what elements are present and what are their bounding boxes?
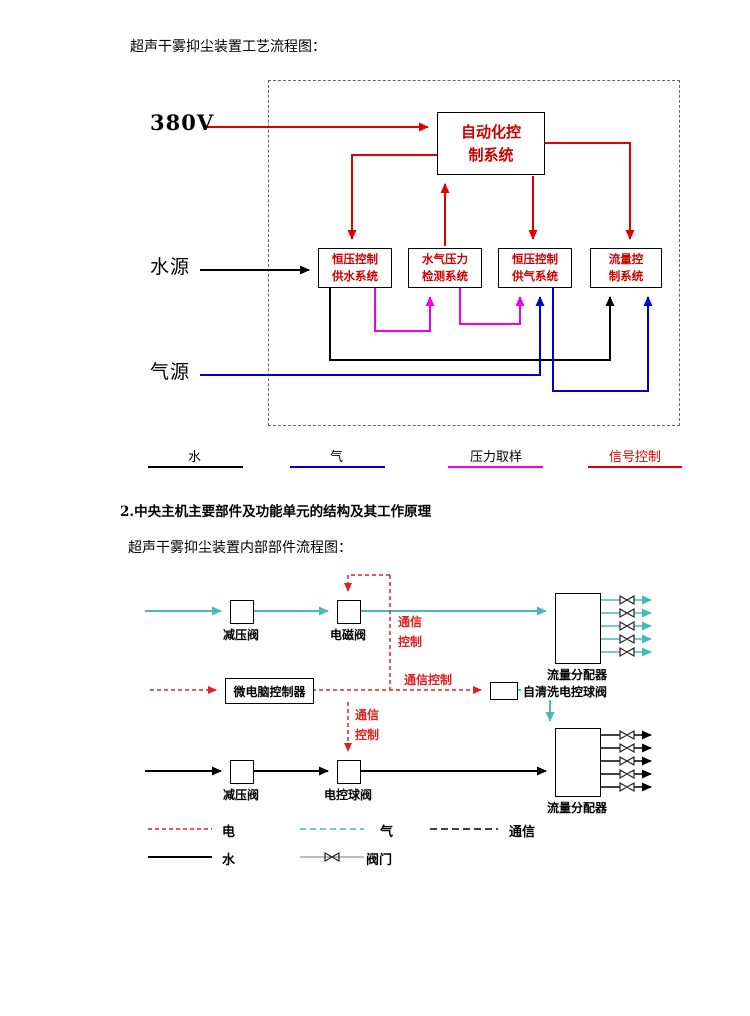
pressure-reducing-valve-gas-label: 减压阀 xyxy=(222,628,259,642)
communication-lines xyxy=(150,574,482,752)
legend-gas2-label: 气 xyxy=(380,825,394,840)
pressure-reducing-valve-gas-box xyxy=(230,600,254,624)
pressure-detection-system-box: 水气压力 检测系统 xyxy=(408,248,482,288)
legend-water-label: 水 xyxy=(188,450,202,465)
microcomputer-controller-label: 微电脑控制器 xyxy=(233,684,306,699)
pressure-reducing-valve-water-box xyxy=(230,760,254,784)
water-valve-symbols xyxy=(619,729,635,793)
self-clean-valve-label: 自清洗电控球阀 xyxy=(521,683,610,700)
comm-control-label-top: 通信 控制 xyxy=(397,615,422,650)
gas-source-label: 气源 xyxy=(150,361,191,383)
legend-pressure-sampling-label: 压力取样 xyxy=(470,450,523,465)
legend-signal-control-label: 信号控制 xyxy=(609,450,662,465)
legend-water2-label: 水 xyxy=(222,853,236,868)
power-380v-label: 380V xyxy=(150,110,215,135)
solenoid-valve-box xyxy=(337,600,361,624)
electric-ball-valve-box xyxy=(337,760,361,784)
diagram1-boundary xyxy=(268,80,680,426)
gas-supply-system-box: 恒压控制 供气系统 xyxy=(498,248,572,288)
internal-flow-title: 超声干雾抑尘装置内部部件流程图： xyxy=(128,540,352,556)
pressure-reducing-valve-water-label: 减压阀 xyxy=(222,788,259,802)
comm-control-label-bottom: 通信 控制 xyxy=(354,708,379,743)
comm-control-label-right: 通信控制 xyxy=(404,673,453,687)
flow-distributor-gas-box xyxy=(555,593,601,664)
legend-communication-label: 通信 xyxy=(509,825,536,840)
electric-ball-valve-label: 电控球阀 xyxy=(323,788,372,802)
legend-gas-label: 气 xyxy=(330,450,344,465)
water-distributor-outputs xyxy=(599,730,652,792)
self-clean-valve-box xyxy=(490,682,518,700)
water-supply-system-box: 恒压控制 供水系统 xyxy=(318,248,392,288)
legend-electric-label: 电 xyxy=(222,825,236,840)
flow-distributor-water-box xyxy=(555,728,601,797)
automation-control-box: 自动化控 制系统 xyxy=(437,112,545,175)
legend2-line-swatches xyxy=(148,828,498,863)
flow-distributor-water-label: 流量分配器 xyxy=(545,799,609,816)
solenoid-valve-label: 电磁阀 xyxy=(329,628,366,642)
flow-distributor-gas-label: 流量分配器 xyxy=(545,666,609,683)
legend-valve-label: 阀门 xyxy=(366,853,393,868)
gas-distributor-outputs xyxy=(599,595,652,657)
flow-control-system-box: 流量控 制系统 xyxy=(590,248,662,288)
microcomputer-controller-box: 微电脑控制器 xyxy=(225,678,314,704)
section-heading: 2.中央主机主要部件及功能单元的结构及其工作原理 xyxy=(120,504,432,520)
gas-valve-symbols xyxy=(619,594,635,658)
process-flow-title: 超声干雾抑尘装置工艺流程图： xyxy=(130,39,326,55)
water-source-label: 水源 xyxy=(150,256,191,278)
